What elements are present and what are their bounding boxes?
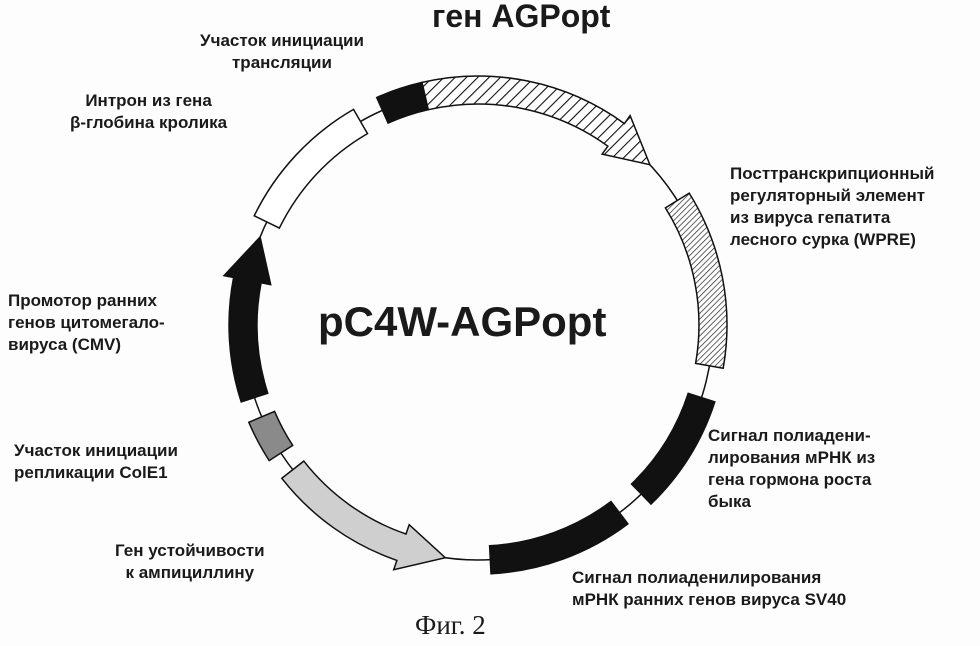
gene-title: ген AGPopt	[432, 0, 610, 35]
label-line: генов цитомегало-	[8, 312, 165, 334]
plasmid-name: pC4W-AGPopt	[318, 298, 606, 346]
label-line: Участок инициации	[200, 30, 364, 52]
label-line: β-глобина кролика	[70, 112, 227, 134]
label-line: к ампициллину	[115, 562, 265, 584]
label-translation-init: Участок инициации трансляции	[200, 30, 364, 74]
label-line: мРНК ранних генов вируса SV40	[572, 589, 846, 611]
label-line: регуляторный элемент	[730, 185, 934, 207]
cole1-origin	[249, 411, 293, 460]
sv40-polya-signal	[490, 502, 628, 574]
label-line: вируса (CMV)	[8, 334, 165, 356]
label-ampicillin: Ген устойчивости к ампициллину	[115, 540, 265, 584]
label-line: Сигнал полиаденилирования	[572, 567, 846, 589]
label-wpre: Посттранскрипционный регуляторный элемен…	[730, 163, 934, 251]
label-cole1: Участок инициации репликации ColE1	[14, 440, 178, 484]
label-sv40-polya: Сигнал полиаденилирования мРНК ранних ге…	[572, 567, 846, 611]
bgh-polya-signal	[632, 393, 715, 504]
label-bgh-polya: Сигнал полиадени- лирования мРНК из гена…	[708, 425, 875, 513]
label-line: Ген устойчивости	[115, 540, 265, 562]
label-cmv: Промотор ранних генов цитомегало- вируса…	[8, 290, 165, 356]
cmv-promoter-arrow	[224, 237, 271, 402]
ampicillin-resistance-arrow	[282, 461, 446, 570]
label-line: из вируса гепатита	[730, 207, 934, 229]
label-line: лесного сурка (WPRE)	[730, 229, 934, 251]
label-line: трансляции	[200, 52, 364, 74]
label-line: Интрон из гена	[70, 90, 227, 112]
intron-beta-globin	[254, 109, 367, 228]
label-line: Промотор ранних	[8, 290, 165, 312]
label-line: Сигнал полиадени-	[708, 425, 875, 447]
figure-caption: Фиг. 2	[415, 610, 486, 641]
label-line: гена гормона роста	[708, 469, 875, 491]
label-intron: Интрон из гена β-глобина кролика	[70, 90, 227, 134]
label-line: быка	[708, 491, 875, 513]
label-line: Участок инициации	[14, 440, 178, 462]
label-line: репликации ColE1	[14, 462, 178, 484]
agpopt-gene-arrow	[422, 76, 650, 165]
wpre-element	[665, 193, 727, 368]
label-line: лирования мРНК из	[708, 447, 875, 469]
translation-init-site	[377, 82, 429, 123]
label-line: Посттранскрипционный	[730, 163, 934, 185]
